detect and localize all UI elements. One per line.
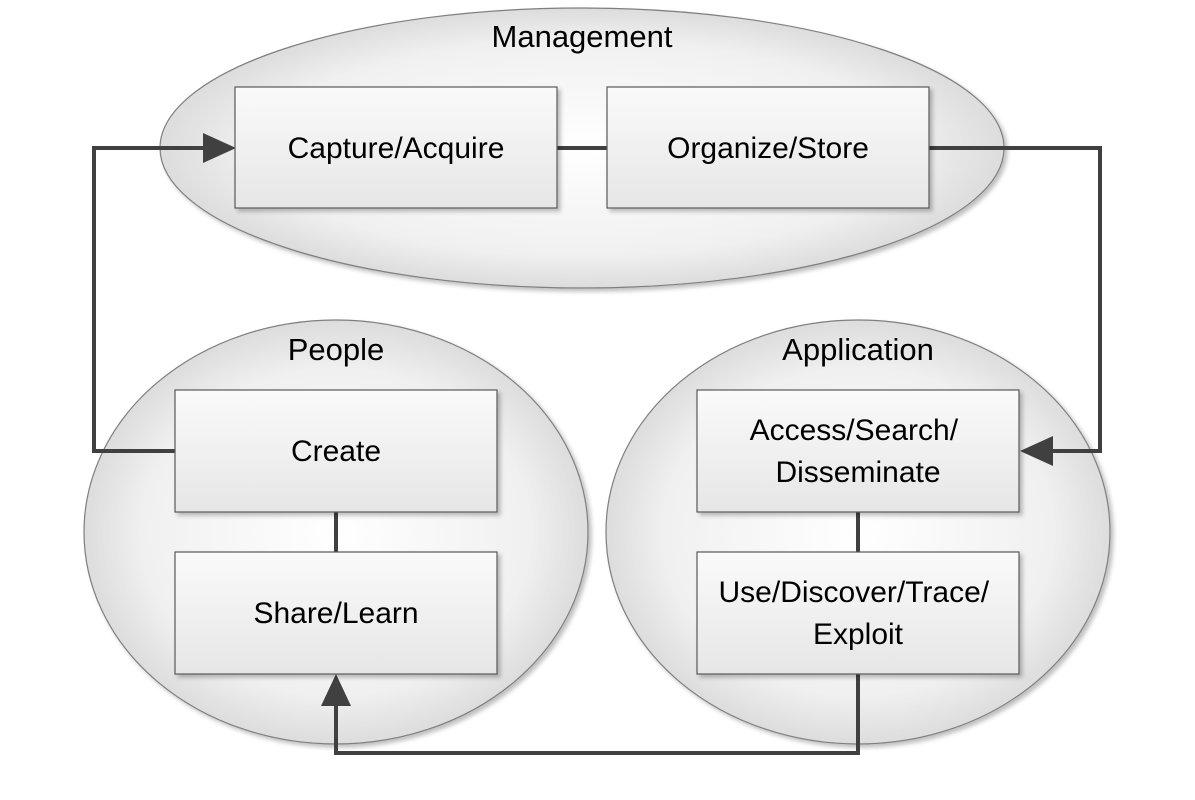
connectors	[92, 146, 1102, 755]
svg-text:Capture/Acquire: Capture/Acquire	[288, 132, 505, 165]
access-label-line-1: Access/Search/	[750, 414, 959, 447]
use-label-line-2: Exploit	[813, 618, 904, 651]
management-title: Management	[492, 19, 673, 54]
capture-label: Capture/Acquire	[288, 132, 505, 165]
access-box: Access/Search/ Disseminate	[696, 389, 1020, 513]
use-share-connector	[334, 674, 860, 755]
people-title: People	[288, 332, 385, 367]
svg-text:Organize/Store: Organize/Store	[667, 132, 869, 165]
svg-text:Create: Create	[291, 435, 381, 468]
svg-text:Share/Learn: Share/Learn	[253, 597, 418, 630]
arrow-into-access-icon	[1020, 436, 1053, 466]
organize-label: Organize/Store	[667, 132, 869, 165]
create-label: Create	[291, 435, 381, 468]
application-title: Application	[782, 332, 934, 367]
arrow-into-capture-icon	[203, 133, 236, 163]
use-label-line-1: Use/Discover/Trace/	[719, 576, 990, 609]
use-box: Use/Discover/Trace/ Exploit	[696, 551, 1020, 675]
svg-text:Access/Search/ Dissemina: Access/Search/ Disseminate	[750, 414, 967, 489]
create-box: Create	[174, 389, 498, 513]
organize-access-connector	[929, 146, 1102, 453]
capture-box: Capture/Acquire	[234, 86, 558, 209]
share-label: Share/Learn	[253, 597, 418, 630]
share-box: Share/Learn	[174, 551, 498, 675]
svg-text:Use/Discover/Trace/ Expl: Use/Discover/Trace/ Exploit	[719, 576, 998, 651]
arrow-into-share-icon	[321, 674, 351, 706]
organize-box: Organize/Store	[606, 86, 930, 209]
create-capture-connector	[92, 146, 205, 453]
access-label-line-2: Disseminate	[775, 456, 940, 489]
